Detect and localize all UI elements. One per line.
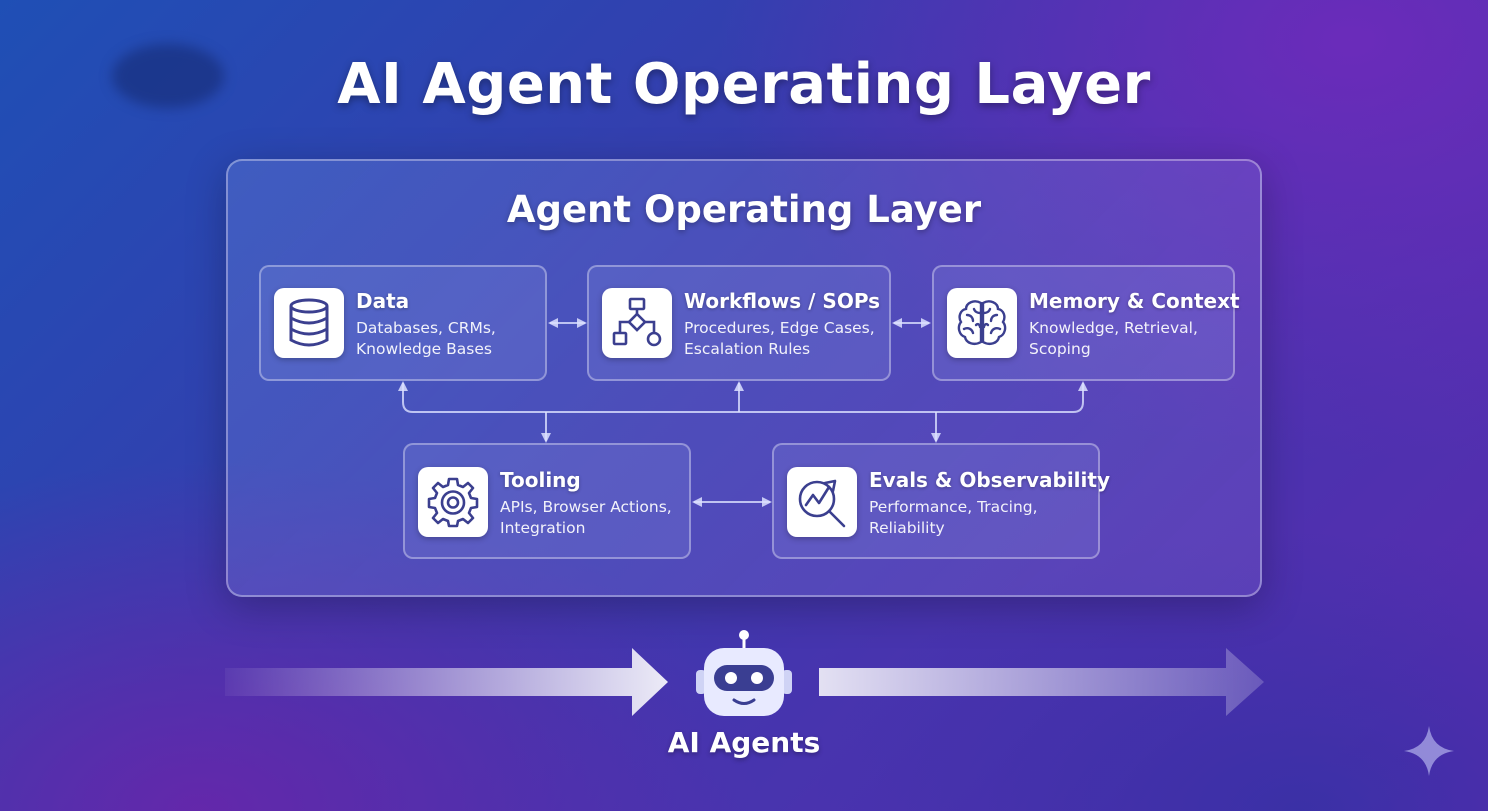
evals-desc-line2: Reliability	[869, 519, 945, 537]
evals-desc-line1: Performance, Tracing,	[869, 498, 1038, 516]
tooling-desc-line1: APIs, Browser Actions,	[500, 498, 672, 516]
robot-icon	[696, 630, 792, 716]
ai-agents-label: AI Agents	[667, 726, 821, 759]
magnifier-chart-icon	[787, 467, 857, 537]
gear-icon	[418, 467, 488, 537]
evals-title: Evals & Observability	[869, 468, 1110, 492]
data-desc-line2: Knowledge Bases	[356, 340, 492, 358]
decorative-blob	[112, 44, 224, 108]
workflows-desc-line2: Escalation Rules	[684, 340, 811, 358]
left-flow-arrow	[225, 648, 668, 716]
memory-desc-line2: Scoping	[1029, 340, 1091, 358]
database-icon	[274, 288, 344, 358]
operating-layer-panel	[226, 159, 1262, 597]
tooling-card	[403, 443, 691, 559]
flowchart-icon	[602, 288, 672, 358]
memory-title: Memory & Context	[1029, 289, 1240, 313]
panel-title: Agent Operating Layer	[506, 188, 982, 231]
right-flow-arrow	[819, 648, 1264, 716]
horizontal-connectors	[548, 318, 931, 507]
tooling-desc-line2: Integration	[500, 519, 586, 537]
vertical-connectors	[398, 381, 1088, 443]
workflows-title: Workflows / SOPs	[684, 289, 881, 313]
flow-arrows	[225, 648, 1264, 716]
tooling-title: Tooling	[500, 468, 581, 492]
memory-desc-line1: Knowledge, Retrieval,	[1029, 319, 1198, 337]
workflows-desc-line1: Procedures, Edge Cases,	[684, 319, 875, 337]
data-title: Data	[356, 289, 410, 313]
brain-icon	[947, 288, 1017, 358]
data-desc-line1: Databases, CRMs,	[356, 319, 496, 337]
page-title: AI Agent Operating Layer	[337, 52, 1151, 117]
sparkle-icon	[1404, 726, 1454, 776]
